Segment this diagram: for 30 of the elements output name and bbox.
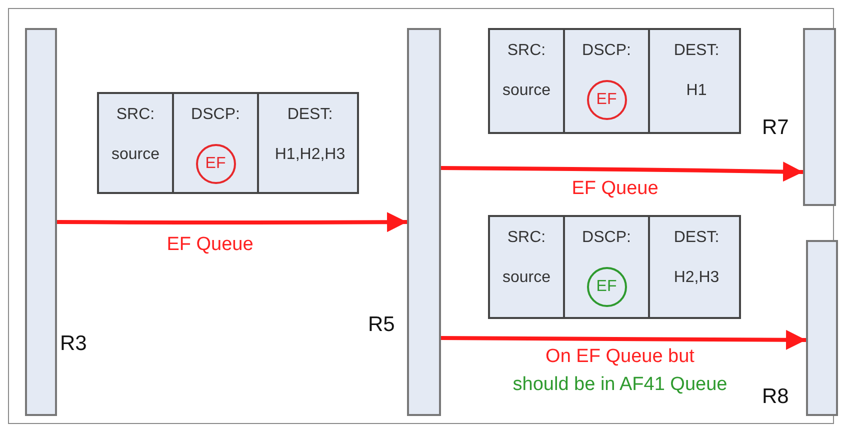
field-value: H2,H3 xyxy=(672,269,720,287)
edge-label: On EF Queue but xyxy=(544,346,696,368)
arrow xyxy=(56,212,408,232)
dscp-marking: EF xyxy=(586,267,626,307)
field-name: DEST: xyxy=(672,42,720,60)
field-name: SRC: xyxy=(506,42,547,60)
field-name: DEST: xyxy=(672,229,720,247)
field-value: H1,H2,H3 xyxy=(274,146,346,164)
field-name: DEST: xyxy=(286,106,334,124)
field-name: DSCP: xyxy=(581,229,632,247)
packet-header xyxy=(97,92,359,194)
arrow xyxy=(440,162,804,182)
packet-header xyxy=(488,215,741,319)
packet-header xyxy=(488,28,741,134)
router-label: R7 xyxy=(762,116,789,140)
field-name: SRC: xyxy=(506,229,547,247)
field-name: SRC: xyxy=(115,106,156,124)
router-label: R3 xyxy=(60,332,87,356)
arrow xyxy=(440,330,806,350)
dscp-marking: EF xyxy=(196,144,236,184)
router-label: R5 xyxy=(368,313,395,337)
field-value: source xyxy=(501,82,552,100)
field-name: DSCP: xyxy=(190,106,241,124)
field-name: DSCP: xyxy=(581,42,632,60)
note-text: should be in AF41 Queue xyxy=(512,374,728,396)
field-value: source xyxy=(501,269,552,287)
field-value: source xyxy=(110,146,161,164)
field-value: H1 xyxy=(685,82,708,100)
router-label: R8 xyxy=(762,385,789,409)
dscp-marking: EF xyxy=(586,80,626,120)
